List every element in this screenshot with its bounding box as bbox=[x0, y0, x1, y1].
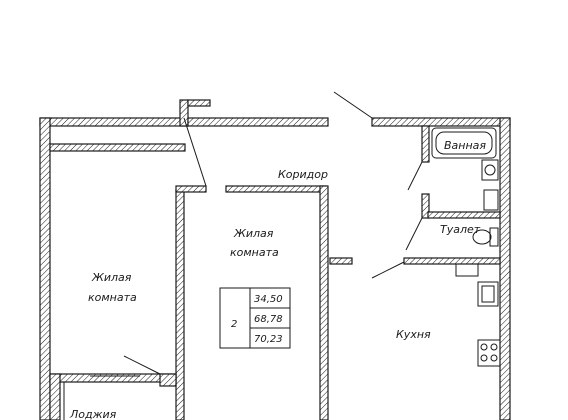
label-kitchen: Кухня bbox=[396, 328, 431, 341]
room-labels: Жилая комната Жилая комната Коридор Ванн… bbox=[69, 139, 486, 420]
wall-top-left bbox=[39, 117, 189, 127]
wall-partition-left bbox=[175, 189, 185, 420]
wall-toilet-left bbox=[421, 193, 430, 219]
wall-left bbox=[39, 117, 51, 420]
wall-right bbox=[499, 117, 511, 420]
wall-step-top bbox=[187, 99, 211, 107]
total-area: 68,78 bbox=[254, 314, 283, 325]
wall-partition-left-top bbox=[175, 185, 207, 193]
label-loggia: Лоджия bbox=[69, 408, 117, 420]
wall-top-right bbox=[371, 117, 511, 127]
stove-icon bbox=[477, 339, 501, 367]
wall-top-middle bbox=[187, 117, 329, 127]
wall-partition-center bbox=[319, 185, 329, 420]
room-count: 2 bbox=[231, 319, 237, 330]
wall-loggia-top bbox=[49, 373, 177, 383]
bathtub-icon bbox=[431, 127, 497, 159]
door-lines bbox=[63, 91, 423, 420]
kitchen-sink-icon bbox=[477, 281, 499, 307]
wall-loggia-left bbox=[49, 373, 61, 420]
label-living-left-1: Жилая bbox=[91, 271, 132, 284]
fixtures bbox=[431, 127, 501, 367]
sink-icon bbox=[481, 159, 499, 181]
wall-partition-center-top bbox=[225, 185, 327, 193]
walls bbox=[39, 99, 511, 420]
wall-kitchen-top-left bbox=[329, 257, 353, 265]
wall-step bbox=[179, 99, 189, 127]
wall-loggia-corner bbox=[159, 373, 177, 387]
label-bathroom: Ванная bbox=[444, 139, 486, 152]
label-living-left-2: комната bbox=[88, 291, 137, 304]
label-corridor: Коридор bbox=[278, 168, 328, 181]
wall-bath-left bbox=[421, 125, 430, 163]
wall-kitchen-top-right bbox=[403, 257, 501, 265]
wall-inner-top-left bbox=[49, 143, 186, 152]
wall-bath-toilet bbox=[427, 211, 501, 219]
living-area: 34,50 bbox=[254, 294, 283, 305]
area-table: 2 34,50 68,78 70,23 bbox=[219, 287, 291, 349]
toilet-icon bbox=[489, 227, 499, 247]
label-toilet: Туалет bbox=[440, 223, 481, 236]
total-with-loggia: 70,23 bbox=[254, 334, 283, 345]
label-living-center-1: Жилая bbox=[233, 227, 274, 240]
label-living-center-2: комната bbox=[230, 246, 279, 259]
cabinet-icon bbox=[455, 263, 479, 277]
